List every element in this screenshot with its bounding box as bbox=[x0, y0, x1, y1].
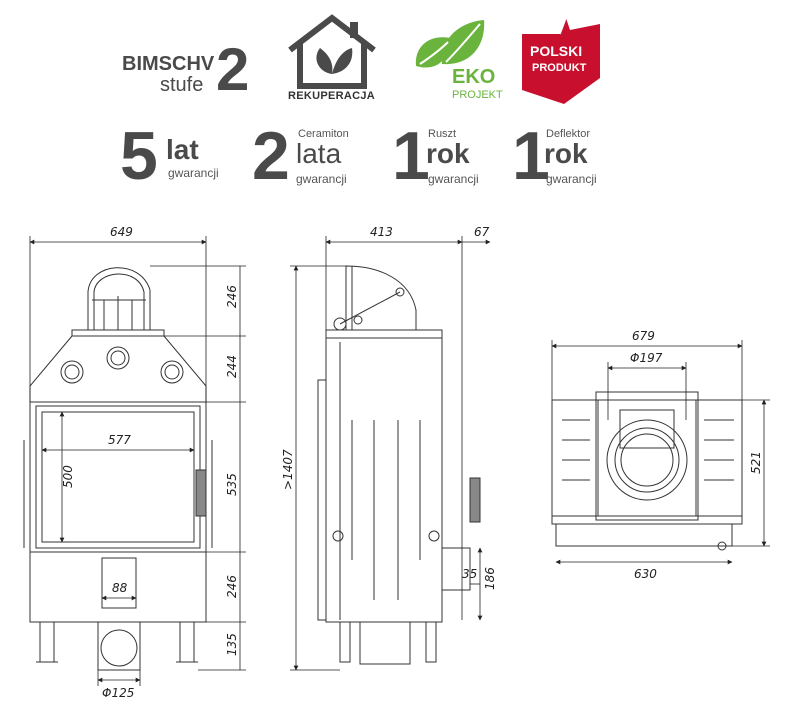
dim-top-flue: Φ197 bbox=[630, 351, 663, 365]
dim-side-depth: 413 bbox=[370, 225, 393, 239]
warranty-2-lata: 2 Ceramiton lata gwarancji bbox=[252, 122, 372, 192]
rekuperacja-logo: REKUPERACJA bbox=[284, 14, 380, 106]
eko-line2: PROJEKT bbox=[452, 89, 503, 101]
dim-total-height: >1407 bbox=[281, 449, 295, 490]
warranty-top: Ruszt bbox=[428, 128, 457, 140]
bimschv-line1: BIMSCHV bbox=[122, 53, 215, 75]
front-view bbox=[23, 267, 213, 671]
polski-line1: POLSKI bbox=[530, 43, 583, 59]
polski-line2: PRODUKT bbox=[532, 62, 587, 74]
bimschv-logo: BIMSCHV stufe 2 bbox=[122, 40, 262, 100]
warranty-number: 2 bbox=[252, 118, 290, 194]
dim-glass-width: 577 bbox=[108, 433, 131, 447]
dim-front-h4: 246 bbox=[225, 575, 239, 598]
dim-front-h3: 535 bbox=[225, 473, 239, 496]
bimschv-number: 2 bbox=[216, 36, 250, 103]
warranty-number: 5 bbox=[120, 118, 158, 194]
eko-line1: EKO bbox=[452, 66, 496, 88]
warranty-1-rok-deflektor: 1 Deflektor rok gwarancji bbox=[512, 122, 632, 192]
warranty-word: lata bbox=[296, 138, 342, 169]
warranty-top: Ceramiton bbox=[298, 128, 349, 140]
rekuperacja-label: REKUPERACJA bbox=[288, 90, 376, 102]
warranty-top: Deflektor bbox=[546, 128, 591, 140]
dim-bottom-pipe: Φ125 bbox=[102, 686, 134, 700]
warranty-1-rok-ruszt: 1 Ruszt rok gwarancji bbox=[392, 122, 512, 192]
top-view bbox=[551, 391, 743, 551]
dim-air-inlet: 88 bbox=[112, 581, 128, 595]
dim-glass-height: 500 bbox=[61, 465, 75, 488]
warranty-word: lat bbox=[166, 134, 199, 165]
dim-top-width: 679 bbox=[632, 329, 655, 343]
warranty-sub: gwarancji bbox=[428, 172, 479, 186]
dim-side-offset: 67 bbox=[474, 225, 490, 239]
dim-side-35: 35 bbox=[462, 567, 477, 581]
warranty-word: rok bbox=[544, 138, 588, 169]
polski-produkt-shape bbox=[522, 17, 600, 104]
warranty-sub: gwarancji bbox=[296, 172, 347, 186]
dim-front-h1: 246 bbox=[225, 285, 239, 308]
eko-leaves-icon bbox=[415, 20, 485, 68]
warranty-number: 1 bbox=[512, 118, 550, 194]
house-leaf-icon bbox=[288, 14, 376, 89]
dim-side-186: 186 bbox=[483, 567, 497, 590]
polski-produkt-logo: POLSKI PRODUKT bbox=[520, 14, 602, 106]
dim-top-depth: 521 bbox=[749, 451, 763, 474]
warranty-sub: gwarancji bbox=[546, 172, 597, 186]
dim-front-h5: 135 bbox=[225, 633, 239, 656]
warranty-number: 1 bbox=[392, 118, 430, 194]
eko-projekt-logo: EKO PROJEKT bbox=[410, 16, 510, 106]
dim-top-bottom-width: 630 bbox=[634, 567, 657, 581]
warranty-5-lat: 5 lat gwarancji bbox=[120, 122, 240, 192]
warranty-sub: gwarancji bbox=[168, 166, 219, 180]
warranty-word: rok bbox=[426, 138, 470, 169]
bimschv-line2: stufe bbox=[160, 74, 204, 96]
dim-front-h2: 244 bbox=[225, 355, 239, 378]
dim-front-width: 649 bbox=[110, 225, 133, 239]
side-view bbox=[317, 265, 481, 665]
